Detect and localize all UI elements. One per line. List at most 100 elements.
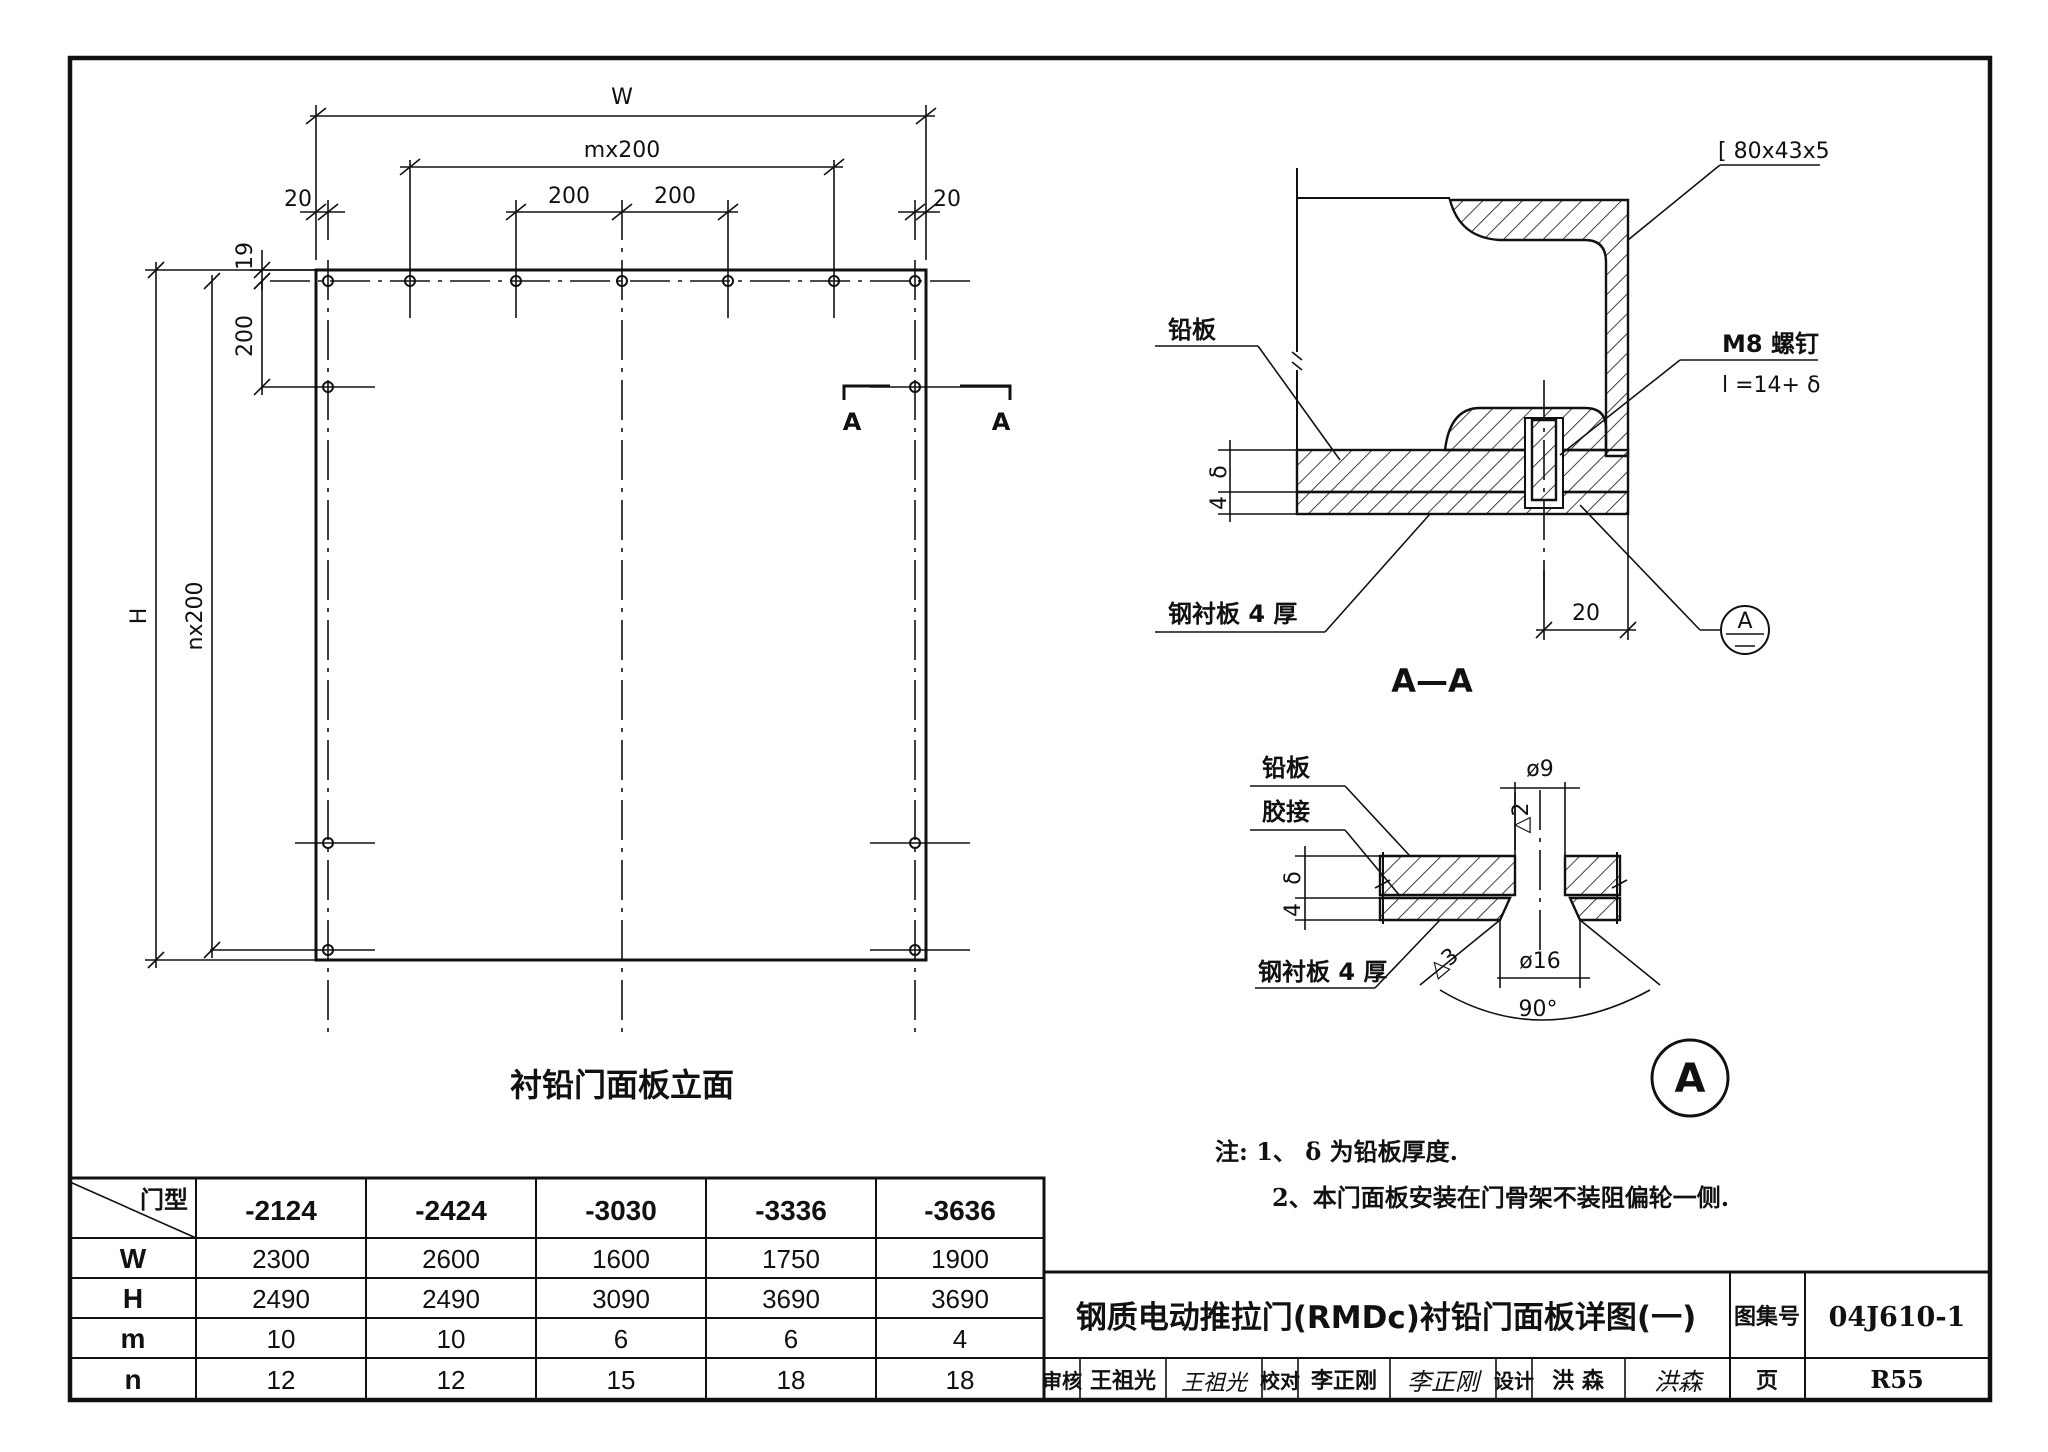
checker-signature: 李正刚 xyxy=(1407,1368,1483,1396)
cell: 2490 xyxy=(252,1284,310,1314)
detail-delta: δ xyxy=(1281,871,1306,884)
aa-dim-20: 20 xyxy=(1572,601,1600,626)
section-aa-title: A—A xyxy=(1391,662,1473,700)
dim-200-b: 200 xyxy=(654,184,696,209)
detail-ref-letter: A xyxy=(1737,609,1752,634)
row-label: n xyxy=(124,1364,141,1395)
aa-four: 4 xyxy=(1207,496,1232,510)
cell: 2490 xyxy=(422,1284,480,1314)
lead-plate xyxy=(1295,448,1630,494)
cell: 10 xyxy=(437,1324,466,1354)
cell: 4 xyxy=(953,1324,967,1354)
section-mark-right: A xyxy=(992,408,1011,436)
cell: 2600 xyxy=(422,1244,480,1274)
note-line-1: 注: 1、 δ 为铅板厚度. xyxy=(1215,1137,1458,1166)
atlas-label: 图集号 xyxy=(1734,1304,1800,1330)
section-aa-view: [ 80x43x5 铅板 M8 螺钉 l =14+ δ δ 4 钢衬板 4 厚 … xyxy=(1155,139,1830,700)
designer-name: 洪 森 xyxy=(1552,1368,1605,1394)
door-panel-outline xyxy=(314,268,928,962)
side-bolts xyxy=(210,381,1010,956)
section-mark-left: A xyxy=(843,408,862,436)
cell: 15 xyxy=(607,1365,636,1395)
table-row: n 12 12 15 18 18 xyxy=(124,1364,974,1395)
cell: 2300 xyxy=(252,1244,310,1274)
design-label: 设计 xyxy=(1494,1369,1534,1393)
elevation-title: 衬铅门面板立面 xyxy=(510,1066,734,1104)
cell: 3090 xyxy=(592,1284,650,1314)
screw-label: M8 螺钉 xyxy=(1722,330,1819,358)
table-row: H 2490 2490 3090 3690 3690 xyxy=(123,1283,989,1314)
reviewer-name: 王祖光 xyxy=(1090,1369,1156,1394)
cell: 3690 xyxy=(931,1284,989,1314)
col-header-5: -3636 xyxy=(924,1195,996,1226)
title-block: 钢质电动推拉门(RMDc)衬铅门面板详图(一) 图集号 04J610-1 页 R… xyxy=(1042,1270,1990,1400)
row-label: H xyxy=(123,1283,143,1314)
cell: 18 xyxy=(777,1365,806,1395)
table-corner-label: 门型 xyxy=(140,1186,188,1214)
detail-glue-label: 胶接 xyxy=(1262,798,1310,826)
check-label: 校对 xyxy=(1260,1369,1300,1393)
dim-20-right: 20 xyxy=(933,187,961,212)
checker-name: 李正刚 xyxy=(1310,1369,1377,1394)
table-row: W 2300 2600 1600 1750 1900 xyxy=(120,1243,989,1274)
detail-four: 4 xyxy=(1281,903,1306,917)
dim-mx200-label: mx200 xyxy=(584,138,660,163)
cell: 1900 xyxy=(931,1244,989,1274)
reviewer-signature: 王祖光 xyxy=(1181,1371,1249,1396)
dim-h-label: H xyxy=(127,608,152,625)
col-header-4: -3336 xyxy=(755,1195,827,1226)
cell: 6 xyxy=(614,1324,628,1354)
detail-dia9: ø9 xyxy=(1526,757,1553,782)
table-row: m 10 10 6 6 4 xyxy=(121,1323,968,1354)
detail-steel-label: 钢衬板 4 厚 xyxy=(1258,958,1387,986)
col-header-3: -3030 xyxy=(585,1195,657,1226)
screw-length: l =14+ δ xyxy=(1722,373,1820,398)
detail-a-view: 铅板 胶接 钢衬板 4 厚 ø9 △2 δ 4 ø16 △3 90° A xyxy=(1250,754,1730,1118)
cell: 12 xyxy=(267,1365,296,1395)
detail-lead-plate xyxy=(1378,854,1517,897)
review-label: 审核 xyxy=(1042,1369,1082,1393)
atlas-number: 04J610-1 xyxy=(1829,1302,1966,1333)
detail-id-letter: A xyxy=(1675,1056,1706,1102)
detail-steel-plate xyxy=(1378,896,1512,922)
cell: 1750 xyxy=(762,1244,820,1274)
dim-200-side: 200 xyxy=(233,315,258,357)
cell: 6 xyxy=(784,1324,798,1354)
dim-200-a: 200 xyxy=(548,184,590,209)
page-number: R55 xyxy=(1870,1365,1923,1394)
notes: 注: 1、 δ 为铅板厚度. 2、本门面板安装在门骨架不装阻偏轮一侧. xyxy=(1215,1137,1729,1212)
cell: 3690 xyxy=(762,1284,820,1314)
elevation-view: W mx200 200 200 20 20 19 200 xyxy=(127,85,1012,1104)
parameter-table: 门型 -2124 -2424 -3030 -3336 -3636 W 2300 … xyxy=(68,1176,1046,1402)
detail-dia16: ø16 xyxy=(1519,949,1560,974)
detail-angle: 90° xyxy=(1519,997,1558,1022)
note-line-2: 2、本门面板安装在门骨架不装阻偏轮一侧. xyxy=(1272,1183,1729,1212)
designer-signature: 洪森 xyxy=(1654,1368,1704,1396)
detail-tri2: △2 xyxy=(1509,803,1534,834)
detail-lead-label: 铅板 xyxy=(1262,754,1311,782)
aa-delta: δ xyxy=(1207,465,1232,478)
cell: 10 xyxy=(267,1324,296,1354)
row-label: W xyxy=(120,1243,147,1274)
cell: 1600 xyxy=(592,1244,650,1274)
dim-w-label: W xyxy=(611,85,633,110)
row-label: m xyxy=(121,1323,146,1354)
cell: 12 xyxy=(437,1365,466,1395)
steel-channel xyxy=(1448,198,1630,458)
steel-plate xyxy=(1295,490,1630,516)
col-header-2: -2424 xyxy=(415,1195,487,1226)
aa-steel-label: 钢衬板 4 厚 xyxy=(1168,600,1297,628)
col-header-1: -2124 xyxy=(245,1195,317,1226)
drawing-title: 钢质电动推拉门(RMDc)衬铅门面板详图(一) xyxy=(1076,1300,1697,1336)
lead-label: 铅板 xyxy=(1168,316,1217,344)
dim-19: 19 xyxy=(233,242,258,270)
top-bolt-row xyxy=(322,160,921,318)
page-label: 页 xyxy=(1756,1369,1778,1394)
dim-20-left: 20 xyxy=(284,187,312,212)
detail-id-circle xyxy=(1650,1038,1730,1118)
detail-ref-circle xyxy=(1720,605,1770,655)
dim-nx200-label: nx200 xyxy=(183,582,208,651)
cell: 18 xyxy=(946,1365,975,1395)
channel-label: [ 80x43x5 xyxy=(1718,139,1830,164)
